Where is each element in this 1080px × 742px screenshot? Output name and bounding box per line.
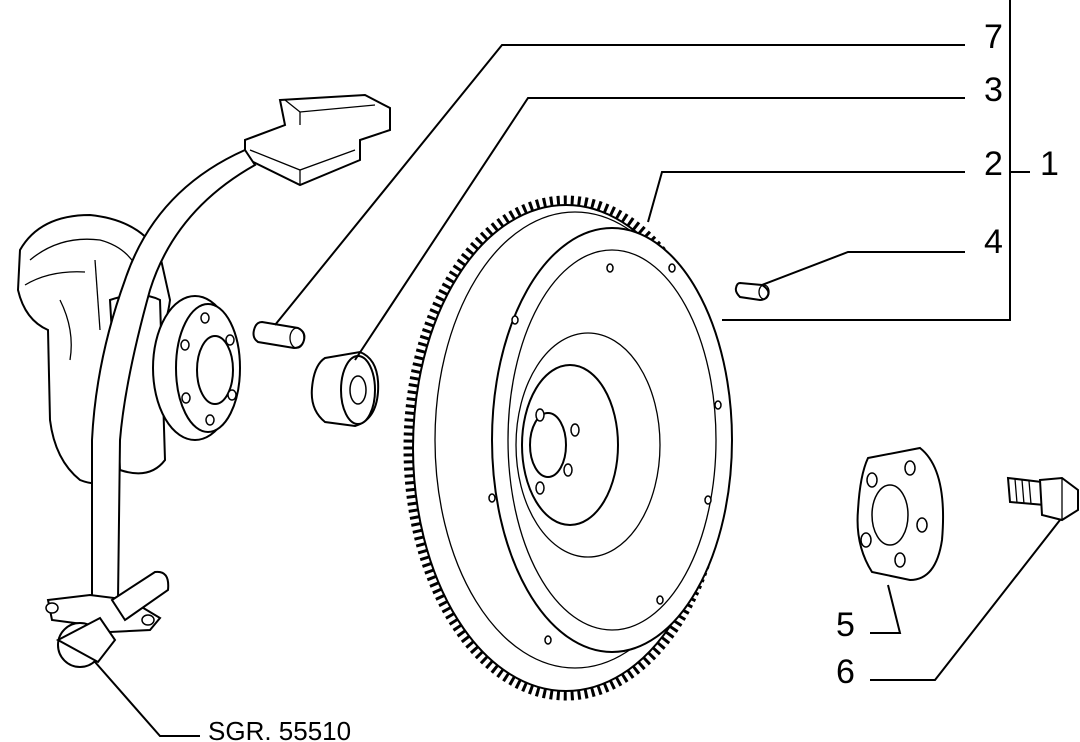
leader-lines [94, 0, 1061, 737]
callout-3: 3 [984, 71, 1003, 109]
flywheel [403, 195, 733, 701]
bolt [1006, 476, 1079, 522]
callout-4: 4 [984, 223, 1003, 261]
bushing [310, 350, 380, 428]
reference-label: SGR. 55510 [208, 716, 351, 742]
callout-7: 7 [984, 18, 1003, 56]
callout-5: 5 [836, 606, 855, 644]
locating-pin [734, 281, 770, 302]
washer-plate [856, 446, 945, 582]
callout-2: 2 [984, 145, 1003, 183]
dowel-pin [252, 320, 306, 350]
callout-6: 6 [836, 653, 855, 691]
rpm-sensor [45, 93, 391, 668]
callout-1: 1 [1040, 145, 1059, 183]
crankshaft-flange [152, 295, 241, 441]
